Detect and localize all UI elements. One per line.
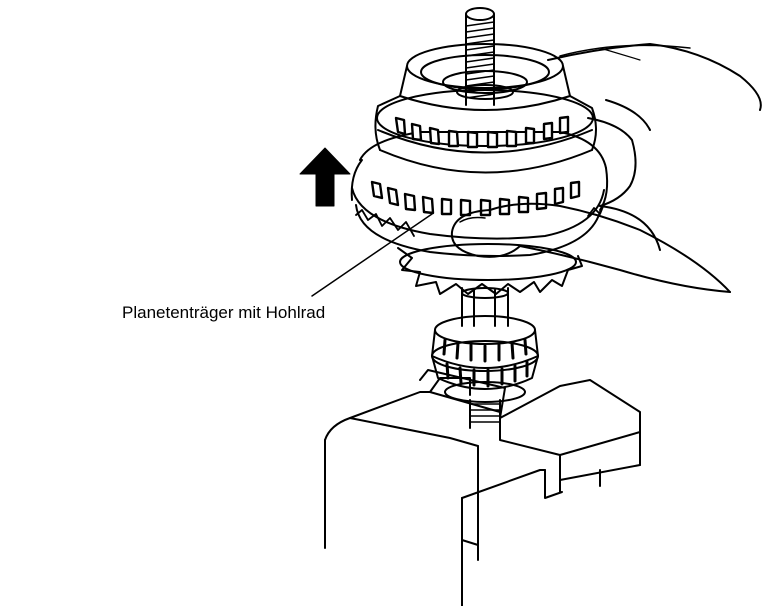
callout-leader-line: [311, 213, 433, 297]
planet-carrier-ring: [350, 131, 609, 257]
arrow-up-icon: [299, 147, 351, 207]
lower-bearing-cone: [431, 315, 539, 403]
upper-hub-body: [374, 43, 597, 174]
threaded-axle: [465, 7, 495, 106]
vise-block: [324, 369, 641, 606]
sprocket: [397, 243, 583, 295]
callout-label: Planetenträger mit Hohlrad: [122, 303, 326, 322]
lower-shaft: [461, 287, 509, 429]
gripping-hand: [450, 43, 762, 293]
